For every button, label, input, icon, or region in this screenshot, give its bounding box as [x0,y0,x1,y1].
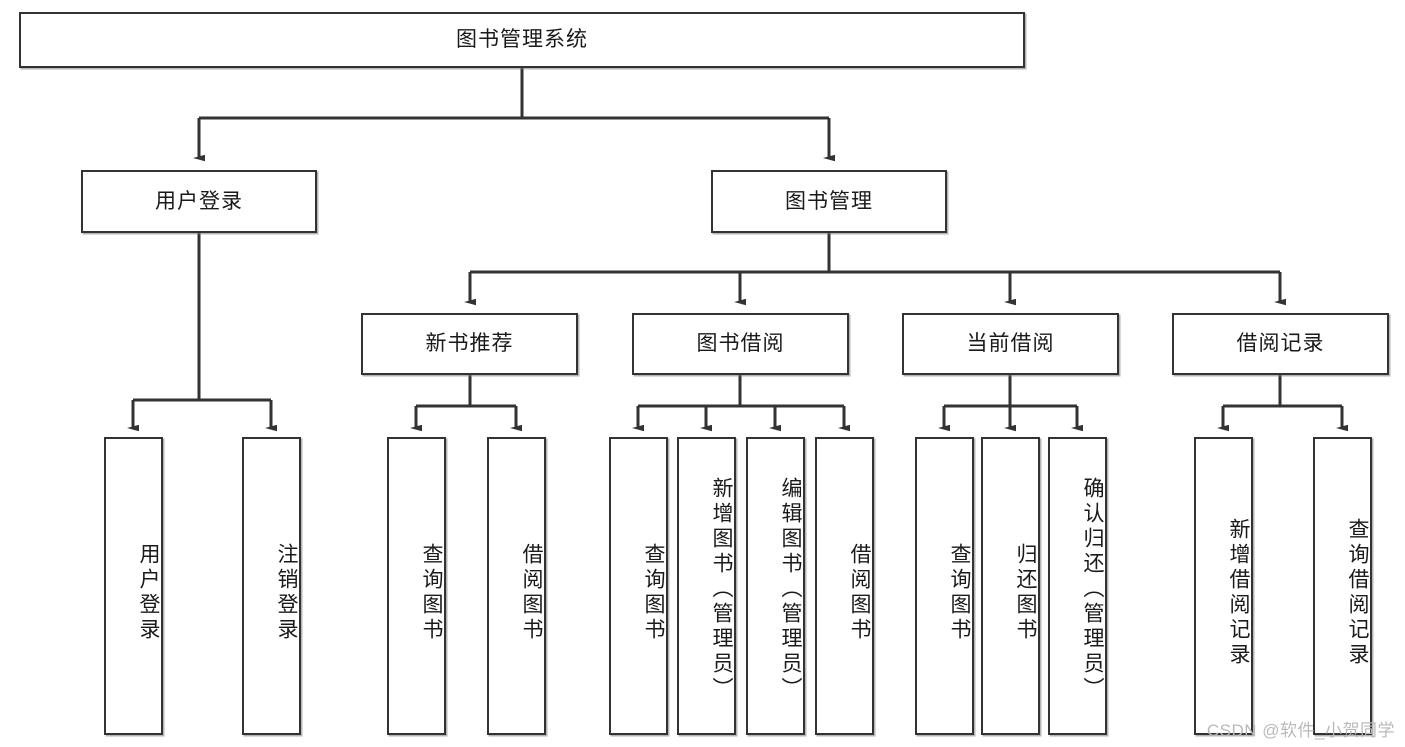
leaf-borrow-add-book-admin[interactable]: 新增图书（管理员） [677,437,736,735]
leaf-records-query-record[interactable]: 查询借阅记录 [1313,437,1372,735]
leaf-logout[interactable]: 注销登录 [242,437,301,735]
leaf-logout-label: 注销登录 [275,543,298,643]
node-book-borrow[interactable]: 图书借阅 [632,313,849,375]
node-current-borrow[interactable]: 当前借阅 [902,313,1119,375]
node-borrow-records[interactable]: 借阅记录 [1172,313,1389,375]
node-book-borrow-label: 图书借阅 [696,332,785,356]
leaf-borrow-query-book[interactable]: 查询图书 [609,437,668,735]
leaf-borrow-edit-book-admin-label: 编辑图书（管理员） [779,476,802,702]
leaf-borrow-query-book-label: 查询图书 [642,543,665,643]
node-root-label: 图书管理系统 [456,28,588,52]
leaf-borrow-borrow-book[interactable]: 借阅图书 [815,437,874,735]
leaf-newbook-query-book[interactable]: 查询图书 [387,437,446,735]
leaf-current-return-book[interactable]: 归还图书 [981,437,1040,735]
node-new-book-recommend[interactable]: 新书推荐 [361,313,578,375]
leaf-current-query-book[interactable]: 查询图书 [915,437,974,735]
leaf-borrow-edit-book-admin[interactable]: 编辑图书（管理员） [746,437,805,735]
leaf-user-login[interactable]: 用户登录 [104,437,163,735]
leaf-records-query-record-label: 查询借阅记录 [1346,518,1369,668]
node-root[interactable]: 图书管理系统 [19,12,1025,68]
leaf-newbook-query-book-label: 查询图书 [420,543,443,643]
leaf-current-return-book-label: 归还图书 [1014,543,1037,643]
watermark-text: CSDN @软件_小贺同学 [1206,721,1395,740]
node-user-login[interactable]: 用户登录 [81,170,317,233]
leaf-borrow-borrow-book-label: 借阅图书 [848,543,871,643]
node-book-management[interactable]: 图书管理 [711,170,947,233]
leaf-newbook-borrow-book[interactable]: 借阅图书 [487,437,546,735]
node-borrow-records-label: 借阅记录 [1236,332,1325,356]
node-current-borrow-label: 当前借阅 [966,332,1055,356]
leaf-records-add-record[interactable]: 新增借阅记录 [1194,437,1253,735]
leaf-current-confirm-return-admin-label: 确认归还（管理员） [1081,476,1104,702]
leaf-borrow-add-book-admin-label: 新增图书（管理员） [710,476,733,702]
node-book-management-label: 图书管理 [785,189,873,213]
leaf-newbook-borrow-book-label: 借阅图书 [520,543,543,643]
leaf-user-login-label: 用户登录 [137,543,160,643]
leaf-records-add-record-label: 新增借阅记录 [1227,518,1250,668]
leaf-current-confirm-return-admin[interactable]: 确认归还（管理员） [1048,437,1107,735]
leaf-current-query-book-label: 查询图书 [948,543,971,643]
node-user-login-label: 用户登录 [155,189,243,213]
node-new-book-recommend-label: 新书推荐 [425,332,514,356]
